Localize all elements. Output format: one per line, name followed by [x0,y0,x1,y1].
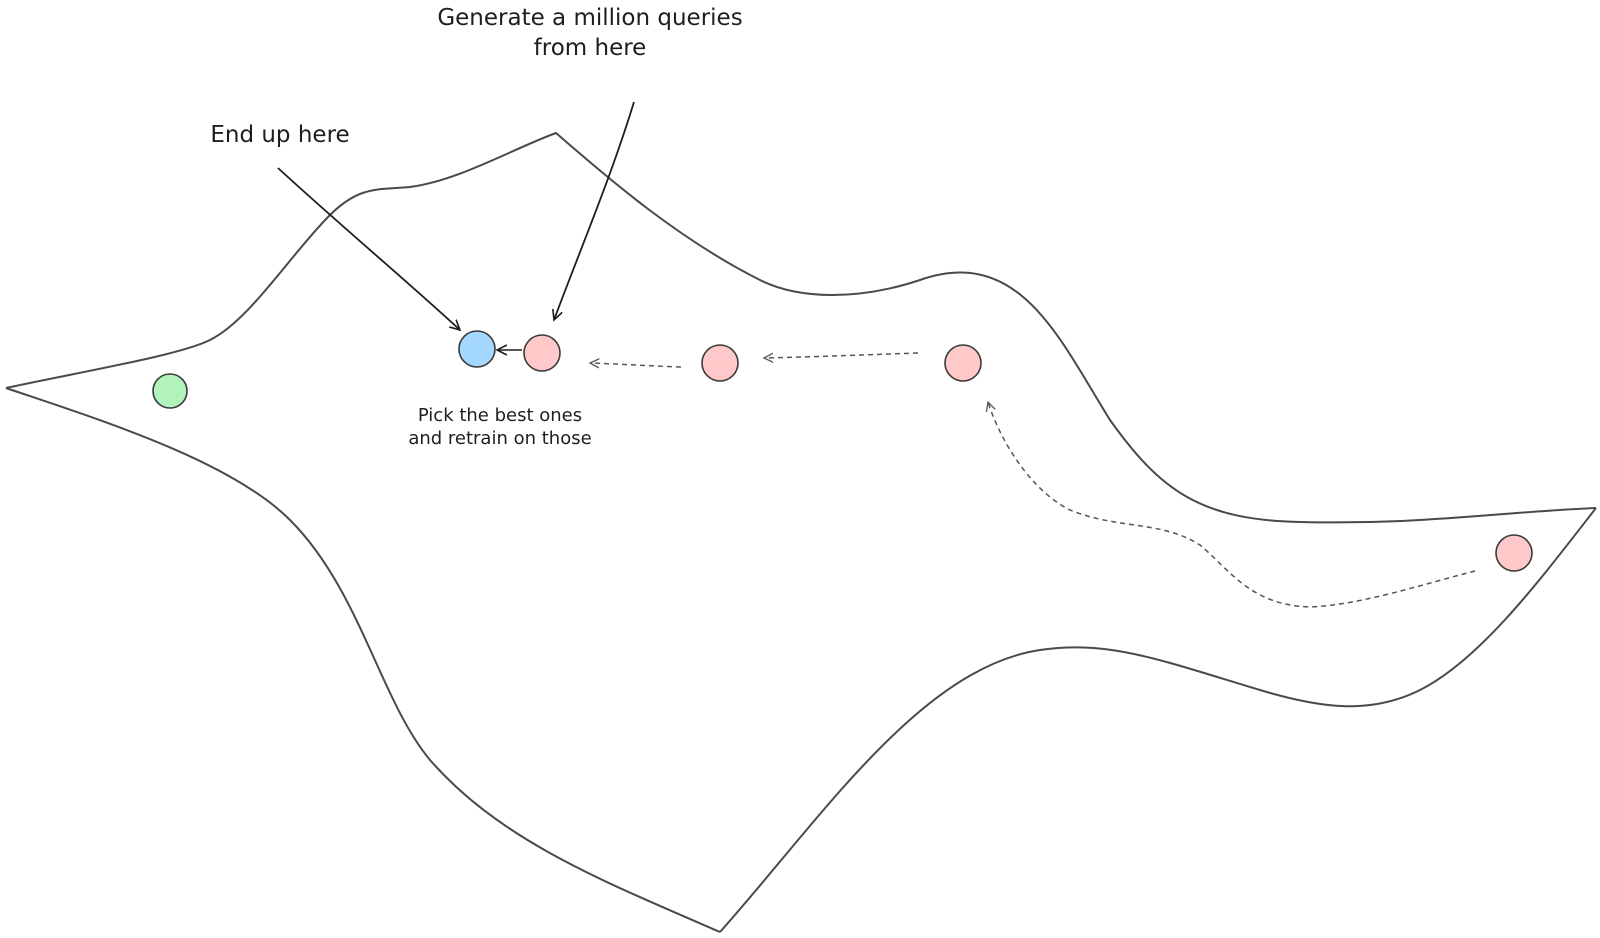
pink-point-1 [523,334,561,372]
dashed-arrow-2 [764,352,919,358]
pink-point-4 [1495,534,1533,572]
pink-point-3 [944,344,982,382]
dashed-arrow-3 [988,402,1476,608]
landscape-outline-upper [5,131,1597,524]
pink-point-2 [701,344,739,382]
end-up-arrow [277,167,460,330]
landscape-outline-lower [5,387,721,933]
dashed-arrow-1 [590,363,682,367]
end-up-annotation: End up here [210,122,350,148]
generate-annotation: Generate a million queries from here [437,5,743,61]
blue-point [458,330,496,368]
green-point [152,373,188,409]
landscape-outline-right-tip [719,507,1597,933]
pick-annotation: Pick the best ones and retrain on those [408,405,592,450]
generate-arrow [554,101,635,320]
